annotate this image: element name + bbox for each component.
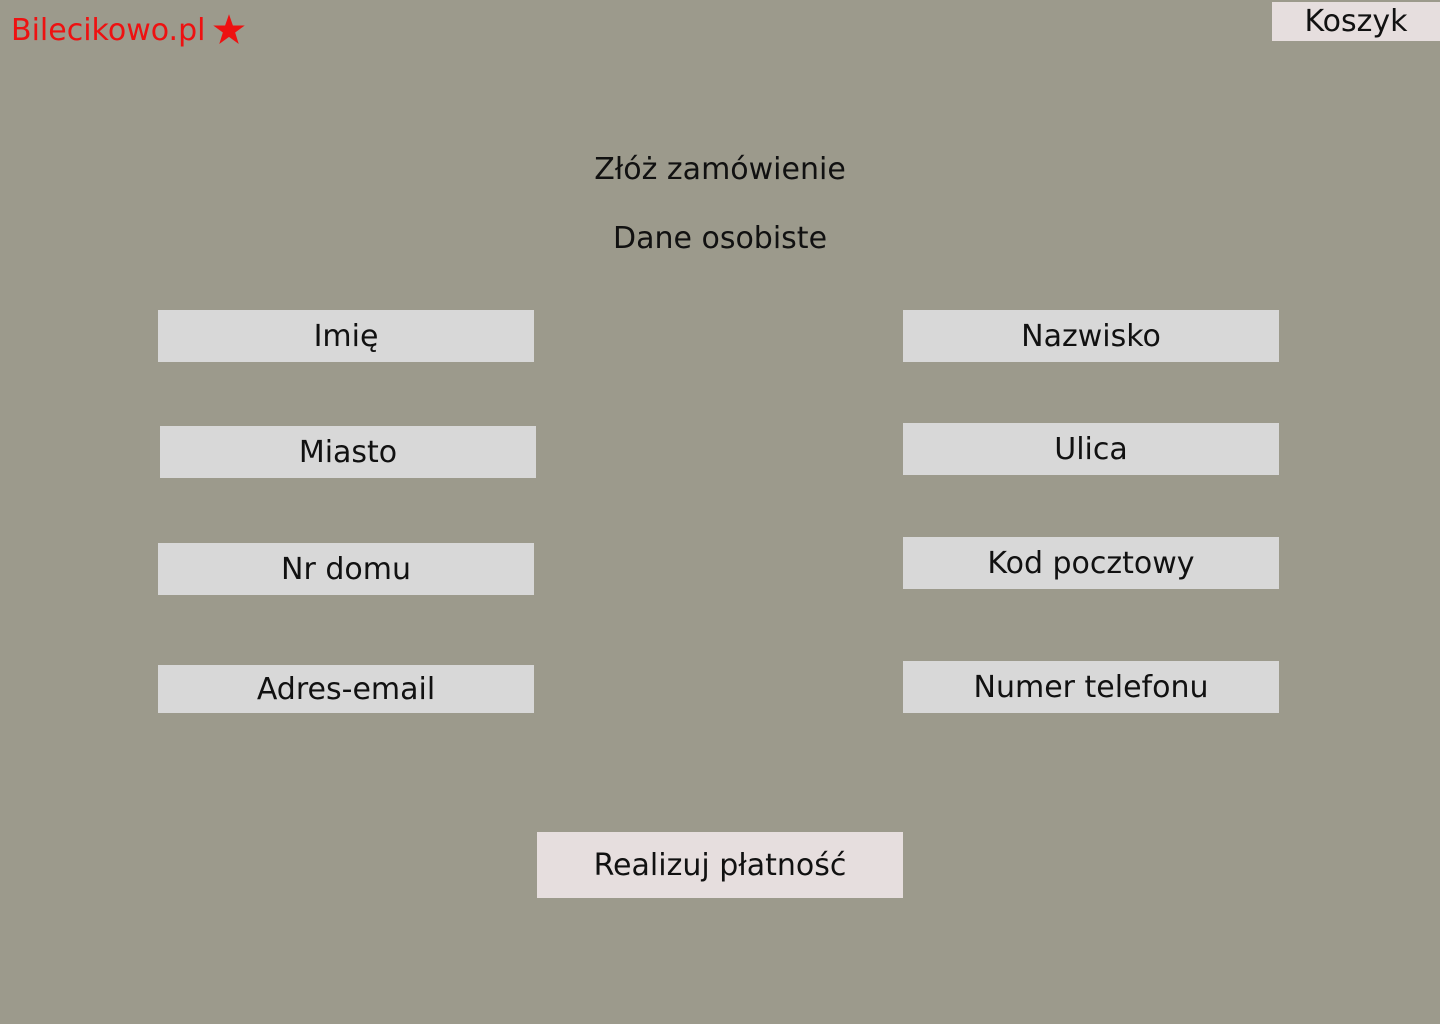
street-input[interactable] — [903, 423, 1279, 475]
brand-logo[interactable]: Bilecikowo.pl — [11, 10, 247, 50]
postal-code-input[interactable] — [903, 537, 1279, 589]
cart-button[interactable]: Koszyk — [1272, 2, 1440, 41]
last-name-input[interactable] — [903, 310, 1279, 362]
brand-name: Bilecikowo.pl — [11, 12, 206, 48]
email-input[interactable] — [158, 665, 534, 713]
city-input[interactable] — [160, 426, 536, 478]
first-name-input[interactable] — [158, 310, 534, 362]
page-title: Złóż zamówienie — [594, 152, 846, 187]
phone-input[interactable] — [903, 661, 1279, 713]
star-icon — [213, 14, 246, 44]
submit-payment-button[interactable]: Realizuj płatność — [537, 832, 903, 898]
house-number-input[interactable] — [158, 543, 534, 595]
section-title: Dane osobiste — [612, 221, 828, 256]
